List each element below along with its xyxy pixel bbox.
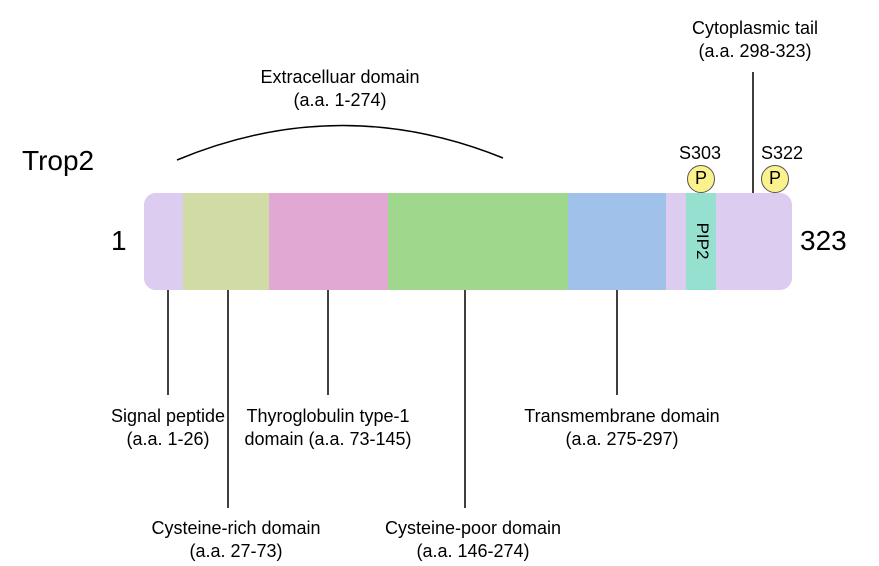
cytoplasmic-range: (a.a. 298-323) (698, 41, 812, 61)
n-terminus-number: 1 (111, 225, 127, 256)
extracellular-range: (a.a. 1-274) (293, 90, 387, 110)
pip2-label: PIP2 (693, 222, 712, 260)
thyroglobulin-label: Thyroglobulin type-1 domain (a.a. 73-145… (213, 405, 443, 451)
cytoplasmic-tail-label: Cytoplasmic tail (a.a. 298-323) (640, 17, 870, 63)
cysteine-rich-title: Cysteine-rich domain (151, 518, 321, 538)
extracellular-title: Extracelluar domain (260, 67, 420, 87)
signal-peptide-range: (a.a. 1-26) (126, 429, 210, 449)
protein-bar (144, 193, 792, 290)
signal-peptide-title: Signal peptide (110, 406, 226, 426)
segment-pip2 (686, 193, 716, 290)
phospho-badge-s322: P (761, 165, 789, 193)
thyroglobulin-range: domain (a.a. 73-145) (244, 429, 412, 449)
protein-name: Trop2 (22, 145, 95, 176)
segment-transmembrane (568, 193, 666, 290)
site-s303-label: S303 (678, 143, 722, 163)
signal-peptide-label: Signal peptide (a.a. 1-26) (58, 405, 278, 451)
cysteine-rich-range: (a.a. 27-73) (189, 541, 283, 561)
extracellular-arc (176, 124, 504, 161)
segment-cysteine-rich (183, 193, 269, 290)
phospho-badge-s303: P (687, 165, 715, 193)
site-s322-label: S322 (760, 143, 804, 163)
transmembrane-label: Transmembrane domain (a.a. 275-297) (507, 405, 737, 451)
segment-thyroglobulin (269, 193, 388, 290)
transmembrane-range: (a.a. 275-297) (565, 429, 679, 449)
cysteine-rich-label: Cysteine-rich domain (a.a. 27-73) (116, 517, 356, 563)
c-terminus-number: 323 (800, 225, 847, 256)
cysteine-poor-range: (a.a. 146-274) (416, 541, 530, 561)
segment-cysteine-poor (388, 193, 568, 290)
transmembrane-title: Transmembrane domain (524, 406, 720, 426)
cytoplasmic-title: Cytoplasmic tail (691, 18, 819, 38)
cysteine-poor-title: Cysteine-poor domain (384, 518, 562, 538)
segment-signal-peptide (144, 193, 183, 290)
thyroglobulin-title: Thyroglobulin type-1 (246, 406, 410, 426)
cysteine-poor-label: Cysteine-poor domain (a.a. 146-274) (353, 517, 593, 563)
extracellular-domain-label: Extracelluar domain (a.a. 1-274) (190, 66, 490, 112)
